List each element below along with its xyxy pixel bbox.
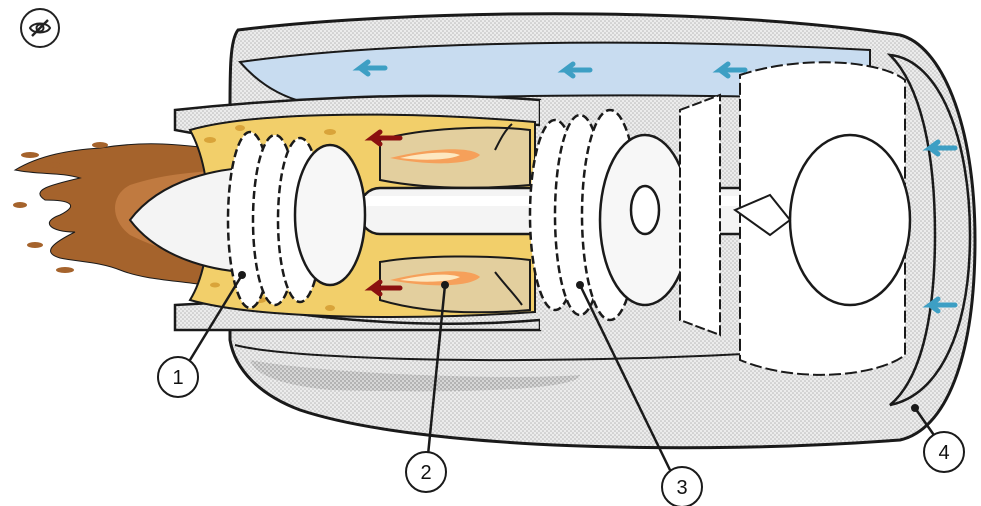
callout-4-label: 4 bbox=[938, 442, 949, 464]
callout-3[interactable]: 3 bbox=[576, 281, 703, 506]
combustion-chamber-top bbox=[379, 123, 531, 189]
hide-labels-button[interactable] bbox=[20, 8, 60, 48]
callout-4[interactable]: 4 bbox=[911, 404, 965, 473]
cold-air-flow-arrows bbox=[352, 59, 958, 314]
compressor bbox=[528, 93, 721, 337]
turbine bbox=[226, 130, 367, 310]
callout-1-label: 1 bbox=[172, 367, 183, 389]
eye-off-icon bbox=[28, 19, 52, 37]
hot-gas-flow-arrows bbox=[364, 129, 403, 297]
combustion-chamber-bottom bbox=[379, 255, 531, 314]
callout-1[interactable]: 1 bbox=[157, 271, 246, 398]
intake-lip bbox=[886, 53, 972, 407]
callout-2-label: 2 bbox=[420, 462, 431, 484]
callout-2[interactable]: 2 bbox=[405, 281, 449, 493]
intake-fan bbox=[732, 61, 912, 376]
callout-3-label: 3 bbox=[676, 477, 687, 499]
